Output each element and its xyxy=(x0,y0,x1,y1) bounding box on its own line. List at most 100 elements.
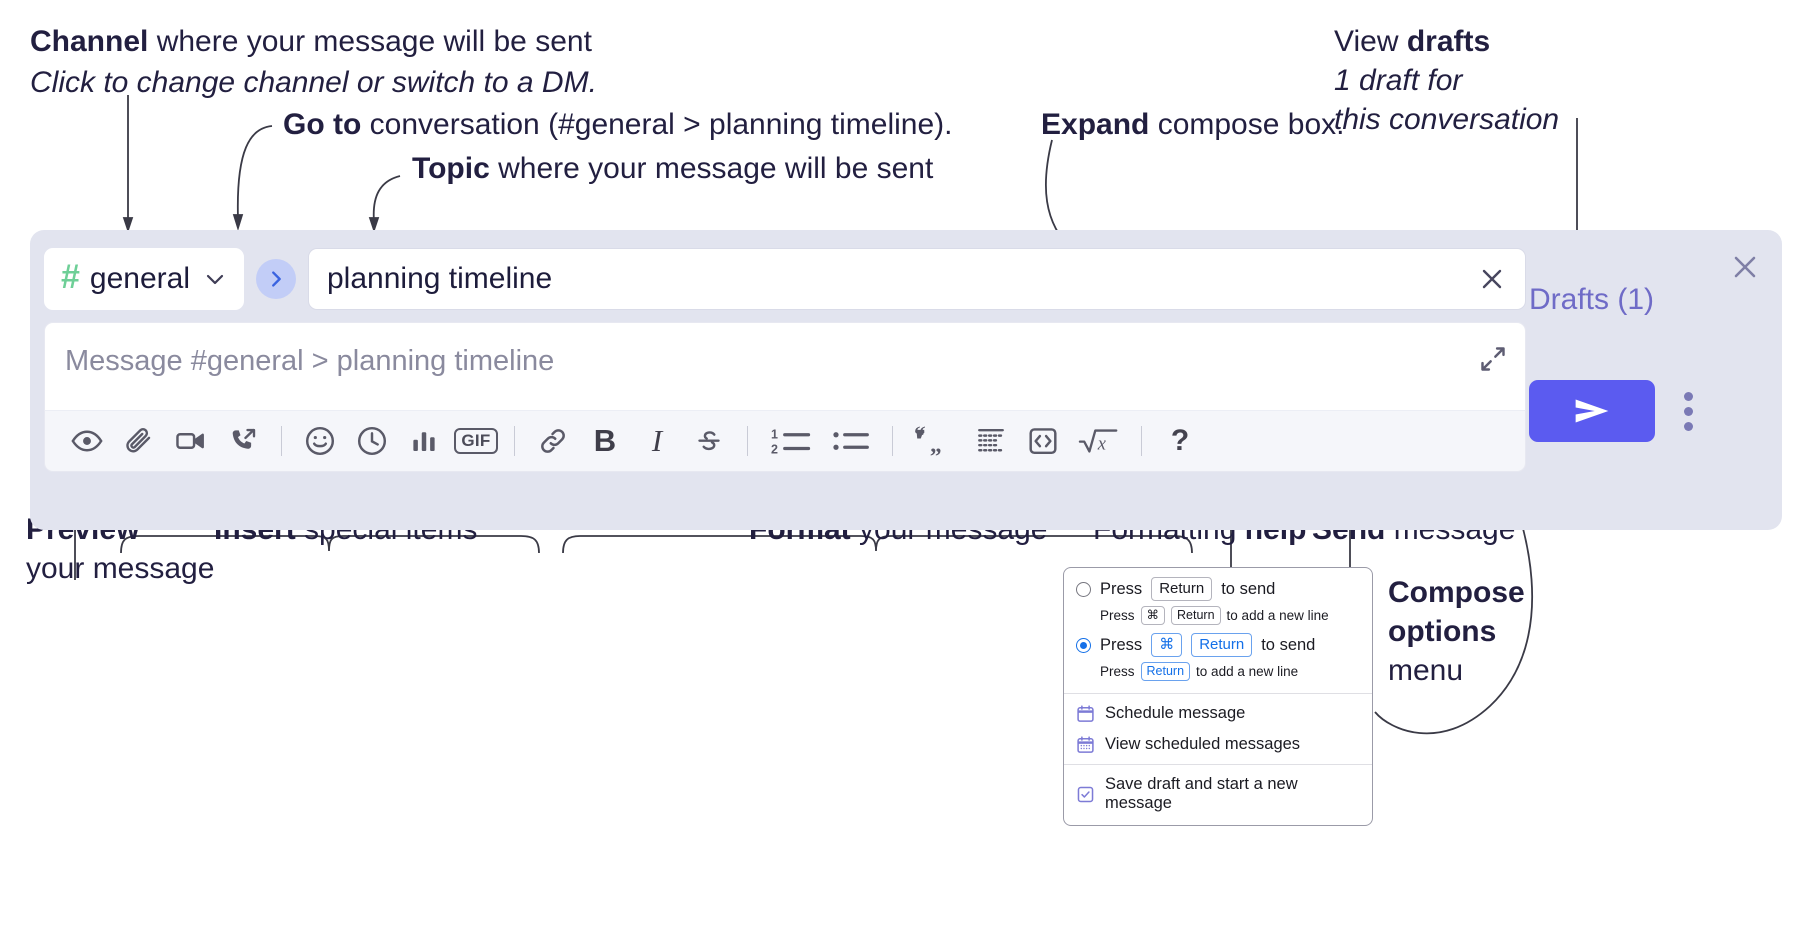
key-return: Return xyxy=(1171,606,1221,626)
key-return: Return xyxy=(1191,633,1253,658)
help-icon[interactable]: ? xyxy=(1170,424,1190,457)
annotation-topic-bold: Topic xyxy=(412,152,490,185)
annotation-goto: Go to conversation (#general > planning … xyxy=(283,105,953,144)
annotation-topic: Topic where your message will be sent xyxy=(412,149,933,188)
annotation-compose-options-line1: Compose xyxy=(1388,576,1525,609)
math-icon[interactable]: x xyxy=(1069,415,1129,467)
poll-icon[interactable] xyxy=(398,415,450,467)
option1-lead: Press xyxy=(1100,579,1143,598)
compose-inner: # general planning timeline M xyxy=(44,248,1526,472)
option1-sub-lead: Press xyxy=(1100,608,1135,624)
annotation-preview-line2: your message xyxy=(26,552,215,585)
menu-option-return-to-send[interactable]: Press Return to send xyxy=(1076,577,1360,602)
link-icon[interactable] xyxy=(527,415,579,467)
spoiler-icon[interactable] xyxy=(965,415,1017,467)
strikethrough-icon[interactable] xyxy=(683,415,735,467)
send-button[interactable] xyxy=(1529,380,1655,442)
menu-divider xyxy=(1064,764,1372,766)
key-command: ⌘ xyxy=(1140,606,1166,626)
clear-topic-icon[interactable] xyxy=(1477,264,1507,294)
option2-lead: Press xyxy=(1100,635,1143,654)
annotation-channel-italic: Click to change channel or switch to a D… xyxy=(30,66,597,99)
option2-sub-lead: Press xyxy=(1100,664,1135,680)
code-icon[interactable] xyxy=(1017,415,1069,467)
bulleted-list-icon[interactable] xyxy=(822,415,880,467)
drafts-link[interactable]: Drafts (1) xyxy=(1529,283,1655,316)
annotation-channel-rest: where your message will be sent xyxy=(148,25,592,58)
calendar-icon xyxy=(1076,704,1095,723)
key-command: ⌘ xyxy=(1151,633,1183,658)
annotation-compose-options-line3: menu xyxy=(1388,654,1464,687)
channel-name: general xyxy=(89,262,190,295)
preview-icon[interactable] xyxy=(61,415,113,467)
blockquote-icon[interactable]: “ „ xyxy=(905,415,965,467)
annotation-channel-bold: Channel xyxy=(30,25,149,58)
annotation-topic-rest: where your message will be sent xyxy=(489,152,934,185)
clock-icon[interactable] xyxy=(346,415,398,467)
toolbar-divider xyxy=(892,426,893,456)
menu-item-view-scheduled[interactable]: View scheduled messages xyxy=(1064,729,1372,760)
gif-label: GIF xyxy=(454,427,498,455)
option2-tail: to send xyxy=(1261,635,1316,654)
calendar-grid-icon xyxy=(1076,735,1095,754)
annotation-expand-bold: Expand xyxy=(1041,108,1150,141)
channel-selector[interactable]: # general xyxy=(44,248,244,310)
option1-tail: to send xyxy=(1221,579,1276,598)
option2-subtext: Press Return to add a new line xyxy=(1100,662,1360,682)
hash-icon: # xyxy=(61,258,80,296)
radio-return-to-send[interactable] xyxy=(1076,581,1091,597)
menu-item-label: Schedule message xyxy=(1105,704,1246,723)
toolbar-divider xyxy=(281,426,282,456)
menu-item-label: View scheduled messages xyxy=(1105,735,1301,754)
italic-icon[interactable]: I xyxy=(651,423,663,458)
svg-text:1: 1 xyxy=(771,428,778,442)
annotation-expand: Expand compose box. xyxy=(1041,105,1344,144)
annotation-drafts-bold: drafts xyxy=(1406,25,1491,58)
topic-value: planning timeline xyxy=(327,262,553,295)
bold-icon[interactable]: B xyxy=(593,423,617,458)
radio-cmd-return-to-send[interactable] xyxy=(1076,637,1091,653)
audio-call-icon[interactable] xyxy=(217,415,269,467)
svg-text:“: “ xyxy=(914,426,926,448)
menu-option-cmd-return-to-send[interactable]: Press ⌘ Return to send xyxy=(1076,633,1360,658)
menu-item-save-draft[interactable]: Save draft and start a new message xyxy=(1064,769,1372,819)
save-draft-icon xyxy=(1076,785,1095,804)
key-return: Return xyxy=(1140,662,1191,682)
video-icon[interactable] xyxy=(165,415,217,467)
menu-divider xyxy=(1064,693,1372,695)
annotation-expand-rest: compose box. xyxy=(1149,108,1345,141)
annotation-goto-rest: conversation (#general > planning timeli… xyxy=(361,108,953,141)
message-placeholder: Message #general > planning timeline xyxy=(65,345,555,377)
expand-icon[interactable] xyxy=(1479,345,1507,378)
annotation-goto-bold: Go to xyxy=(283,108,362,141)
attachment-icon[interactable] xyxy=(113,415,165,467)
compose-box: # general planning timeline M xyxy=(30,230,1782,530)
close-icon[interactable] xyxy=(1730,252,1760,287)
topic-input[interactable]: planning timeline xyxy=(308,248,1526,310)
option2-sub-tail: to add a new line xyxy=(1196,664,1299,680)
kebab-dot xyxy=(1684,407,1693,416)
option1-subtext: Press ⌘ Return to add a new line xyxy=(1100,606,1360,626)
chevron-down-icon xyxy=(203,267,227,291)
emoji-icon[interactable] xyxy=(294,415,346,467)
annotation-drafts-italic-1: 1 draft for xyxy=(1334,64,1463,97)
annotation-compose-options-line2: options xyxy=(1388,615,1497,648)
compose-options-menu: Press Return to send Press ⌘ Return to a… xyxy=(1063,567,1373,827)
key-return: Return xyxy=(1151,577,1213,602)
send-shortcut-options: Press Return to send Press ⌘ Return to a… xyxy=(1064,568,1372,693)
annotation-drafts-italic-2: this conversation xyxy=(1334,103,1560,136)
annotation-drafts: View drafts 1 draft for this conversatio… xyxy=(1334,22,1804,139)
menu-item-schedule-message[interactable]: Schedule message xyxy=(1064,698,1372,729)
option1-sub-tail: to add a new line xyxy=(1226,608,1329,624)
formatting-toolbar: GIF B I 1 2 xyxy=(44,410,1526,472)
kebab-dot xyxy=(1684,392,1693,401)
gif-icon[interactable]: GIF xyxy=(450,415,502,467)
toolbar-divider xyxy=(1141,426,1142,456)
annotation-channel: Channel where your message will be sent … xyxy=(30,22,670,102)
compose-options-menu-button[interactable] xyxy=(1684,392,1693,431)
menu-item-label: Save draft and start a new message xyxy=(1105,775,1298,813)
toolbar-divider xyxy=(747,426,748,456)
message-input[interactable]: Message #general > planning timeline xyxy=(44,322,1526,410)
ordered-list-icon[interactable]: 1 2 xyxy=(760,415,822,467)
go-to-conversation-button[interactable] xyxy=(256,259,296,299)
